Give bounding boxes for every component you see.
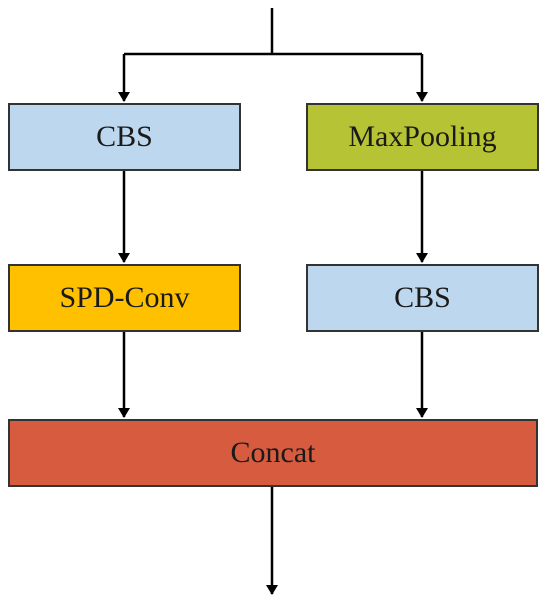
cbs-left-label: CBS: [96, 120, 153, 153]
maxpooling-label: MaxPooling: [348, 120, 497, 153]
cbs-node-right: CBS: [306, 264, 539, 332]
spd-conv-label: SPD-Conv: [59, 281, 190, 314]
maxpooling-node: MaxPooling: [306, 103, 539, 171]
cbs-right-label: CBS: [394, 281, 451, 314]
concat-node: Concat: [8, 419, 538, 487]
cbs-node-left: CBS: [8, 103, 241, 171]
spd-conv-node: SPD-Conv: [8, 264, 241, 332]
concat-label: Concat: [230, 436, 316, 469]
